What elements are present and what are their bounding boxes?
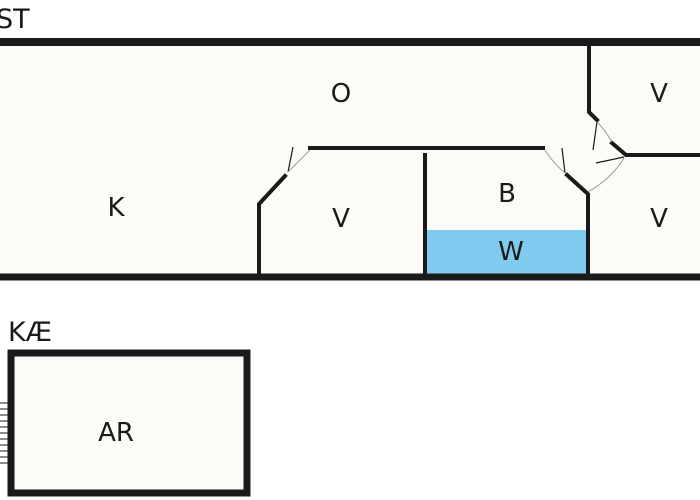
room-label-v-lower-right: V (650, 204, 668, 234)
room-label-b: B (498, 179, 516, 209)
room-label-o: O (331, 79, 351, 109)
floor-label-kae: KÆ (8, 317, 52, 348)
wall-right-mid (609, 140, 700, 157)
room-label-v-upper-right: V (650, 79, 668, 109)
door-v-upper-right (592, 121, 613, 151)
floor-st-area (0, 42, 700, 278)
wall-kae (7, 349, 251, 497)
floor-label-st: ST (0, 4, 30, 35)
floor-kae-area (11, 353, 247, 493)
room-label-w: W (498, 237, 524, 267)
room-label-k: K (107, 193, 125, 223)
water-area (427, 230, 587, 276)
wall-b-right (564, 172, 590, 279)
door-v-left (287, 146, 311, 173)
room-label-ar: AR (98, 418, 134, 448)
room-label-v: V (332, 204, 350, 234)
door-v-lower-right (587, 156, 625, 193)
wall-right-upper (587, 42, 600, 123)
door-b (544, 147, 566, 174)
floor-st: ST O K V B W V V (0, 4, 700, 281)
floor-kae: KÆ AR (0, 317, 251, 497)
stairs-icon (0, 402, 8, 464)
wall-v-left (257, 173, 288, 279)
